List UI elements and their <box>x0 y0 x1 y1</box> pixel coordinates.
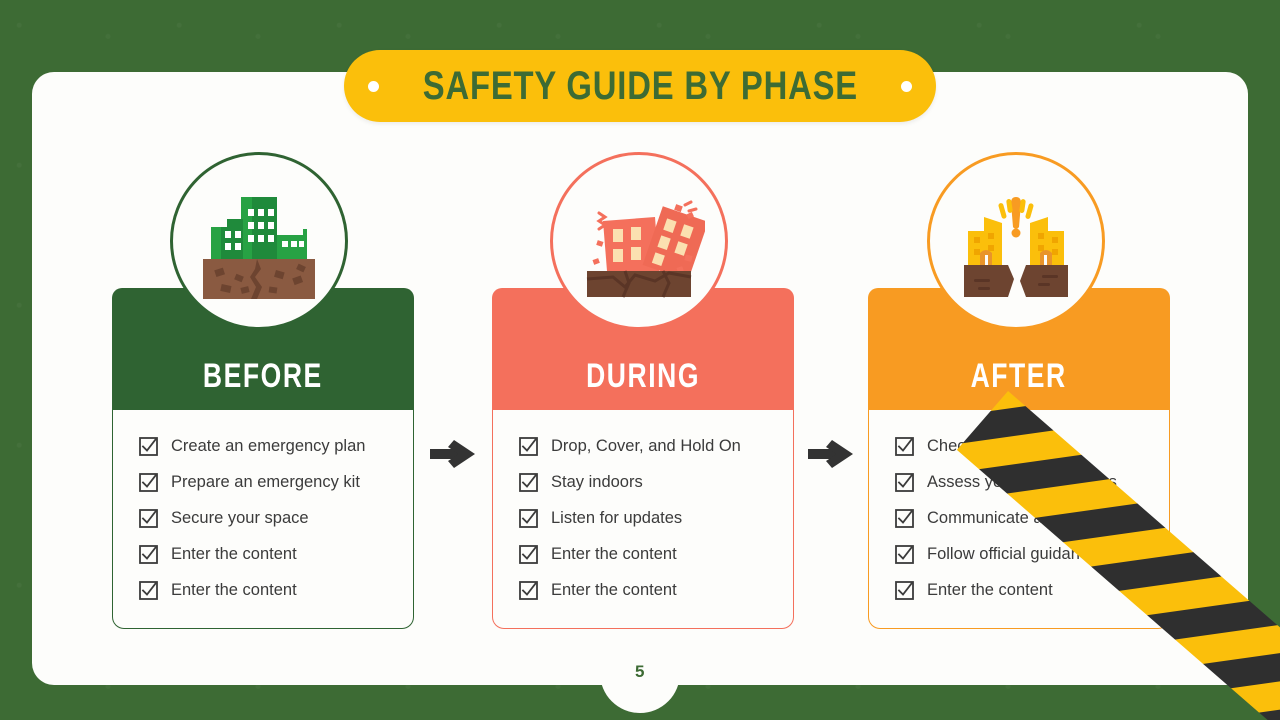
list-item[interactable]: Prepare an emergency kit <box>113 464 413 500</box>
list-item[interactable]: Enter the content <box>493 572 793 608</box>
list-item-label: Enter the content <box>551 580 677 599</box>
list-item[interactable]: Enter the content <box>113 536 413 572</box>
list-item[interactable]: Enter the content <box>113 572 413 608</box>
phase-header-after: AFTER <box>868 288 1170 410</box>
checked-box-icon <box>519 508 538 528</box>
list-item-label: Secure your space <box>171 508 309 527</box>
phase-list-during: Drop, Cover, and Hold On Stay indoors Li… <box>492 410 794 629</box>
phase-heading-before: BEFORE <box>203 357 323 395</box>
list-item-label: Enter the content <box>927 580 1053 599</box>
phase-icon-circle-before <box>170 152 348 330</box>
arrow-before-to-during <box>430 437 478 471</box>
phase-heading-during: DURING <box>586 357 700 395</box>
phase-icon-circle-during <box>550 152 728 330</box>
checked-box-icon <box>139 544 158 564</box>
list-item[interactable]: Enter the content <box>869 572 1169 608</box>
phase-icon-circle-after <box>927 152 1105 330</box>
checked-box-icon <box>519 544 538 564</box>
slide-title-pill: SAFETY GUIDE BY PHASE <box>344 50 936 122</box>
list-item[interactable]: Follow official guidance <box>869 536 1169 572</box>
list-item-label: Check for injuries <box>927 436 1055 455</box>
phase-column-during: DURING Drop, Cover, and Hold On Stay ind… <box>492 288 794 629</box>
list-item[interactable]: Listen for updates <box>493 500 793 536</box>
checked-box-icon <box>139 472 158 492</box>
list-item[interactable]: Check for injuries <box>869 428 1169 464</box>
checked-box-icon <box>895 508 914 528</box>
arrow-during-to-after <box>808 437 856 471</box>
list-item-label: Follow official guidance <box>927 544 1098 563</box>
list-item-label: Communicate and reunite <box>927 508 1116 527</box>
list-item-label: Drop, Cover, and Hold On <box>551 436 741 455</box>
list-item-label: Enter the content <box>171 544 297 563</box>
checked-box-icon <box>139 436 158 456</box>
checked-box-icon <box>519 472 538 492</box>
checked-box-icon <box>519 436 538 456</box>
list-item-label: Create an emergency plan <box>171 436 366 455</box>
list-item-label: Enter the content <box>171 580 297 599</box>
list-item[interactable]: Enter the content <box>493 536 793 572</box>
checked-box-icon <box>519 580 538 600</box>
pill-dot-right-icon <box>901 80 912 92</box>
phase-heading-after: AFTER <box>970 357 1068 395</box>
pill-dot-left-icon <box>368 80 379 92</box>
checked-box-icon <box>895 544 914 564</box>
checked-box-icon <box>139 580 158 600</box>
phase-list-after: Check for injuries Assess your surroundi… <box>868 410 1170 629</box>
checked-box-icon <box>895 436 914 456</box>
collapsing-buildings-icon <box>573 183 705 299</box>
list-item-label: Prepare an emergency kit <box>171 472 360 491</box>
checked-box-icon <box>139 508 158 528</box>
list-item-label: Stay indoors <box>551 472 643 491</box>
city-on-cracked-ground-icon <box>193 183 325 299</box>
list-item[interactable]: Drop, Cover, and Hold On <box>493 428 793 464</box>
checked-box-icon <box>895 472 914 492</box>
phase-column-before: BEFORE Create an emergency plan Prepare … <box>112 288 414 629</box>
phase-header-before: BEFORE <box>112 288 414 410</box>
phase-column-after: AFTER Check for injuries Assess your sur… <box>868 288 1170 629</box>
list-item[interactable]: Communicate and reunite <box>869 500 1169 536</box>
checked-box-icon <box>895 580 914 600</box>
list-item[interactable]: Create an emergency plan <box>113 428 413 464</box>
page-number: 5 <box>635 662 645 681</box>
split-ground-alert-icon <box>950 183 1082 299</box>
list-item-label: Assess your surroundings <box>927 472 1117 491</box>
list-item-label: Enter the content <box>551 544 677 563</box>
list-item[interactable]: Secure your space <box>113 500 413 536</box>
list-item[interactable]: Stay indoors <box>493 464 793 500</box>
list-item[interactable]: Assess your surroundings <box>869 464 1169 500</box>
list-item-label: Listen for updates <box>551 508 683 527</box>
page-title: SAFETY GUIDE BY PHASE <box>422 63 858 108</box>
phase-list-before: Create an emergency plan Prepare an emer… <box>112 410 414 629</box>
